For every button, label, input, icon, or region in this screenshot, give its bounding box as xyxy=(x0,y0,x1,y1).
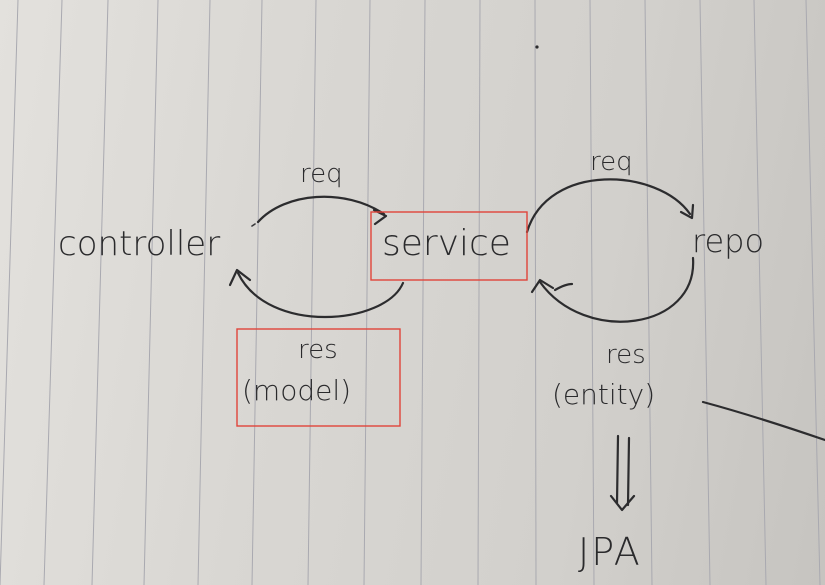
service-highlight-box xyxy=(370,211,528,281)
controller-node: controller xyxy=(58,224,220,264)
entity-outgoing-line xyxy=(701,400,825,442)
repo-to-service-label: res xyxy=(606,340,646,370)
entity-to-jpa-arrow xyxy=(609,434,636,512)
service-to-repo-label: req xyxy=(590,147,633,177)
repo-to-service-type: (entity) xyxy=(552,378,655,411)
service-to-controller-label: res xyxy=(298,335,338,365)
controller-to-service-label: req xyxy=(300,159,343,189)
model-highlight-box xyxy=(236,328,401,427)
service-to-controller-type: (model) xyxy=(242,374,351,407)
service-node: service xyxy=(382,223,511,264)
service-to-controller-arrow xyxy=(228,268,405,319)
repo-node: repo xyxy=(692,222,764,260)
repo-to-service-arrow xyxy=(530,256,695,323)
jpa-node: JPA xyxy=(578,530,642,574)
service-to-repo-arrow xyxy=(525,178,695,234)
ink-dot xyxy=(535,45,539,49)
controller-to-service-arrow xyxy=(251,195,388,227)
